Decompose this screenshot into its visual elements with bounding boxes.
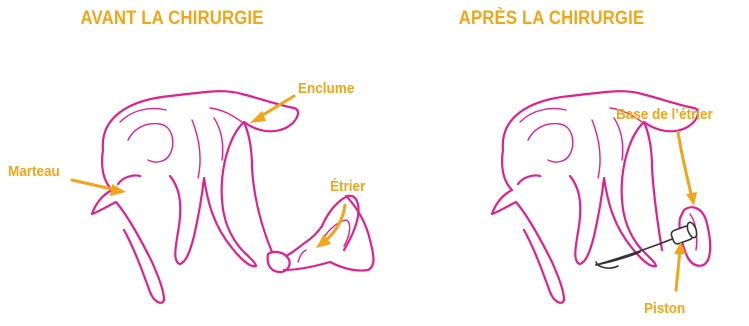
malleus-incus-outline	[92, 91, 298, 303]
label-stapes: Étrier	[330, 178, 365, 195]
label-malleus: Marteau	[8, 163, 60, 180]
label-stapes-base: Base de l’étrier	[616, 106, 713, 123]
arrow-incus	[250, 96, 294, 123]
panel-before-surgery: AVANT LA CHIRURGIE	[0, 0, 400, 326]
arrow-stapes-base	[678, 132, 697, 206]
ossicles-before-illustration	[0, 0, 400, 326]
stapes-outline	[268, 196, 374, 272]
label-incus: Enclume	[298, 80, 354, 97]
panel-after-surgery: APRÈS LA CHIRURGIE	[400, 0, 749, 326]
ossicles-after-illustration	[400, 0, 749, 326]
label-piston: Piston	[644, 300, 685, 317]
